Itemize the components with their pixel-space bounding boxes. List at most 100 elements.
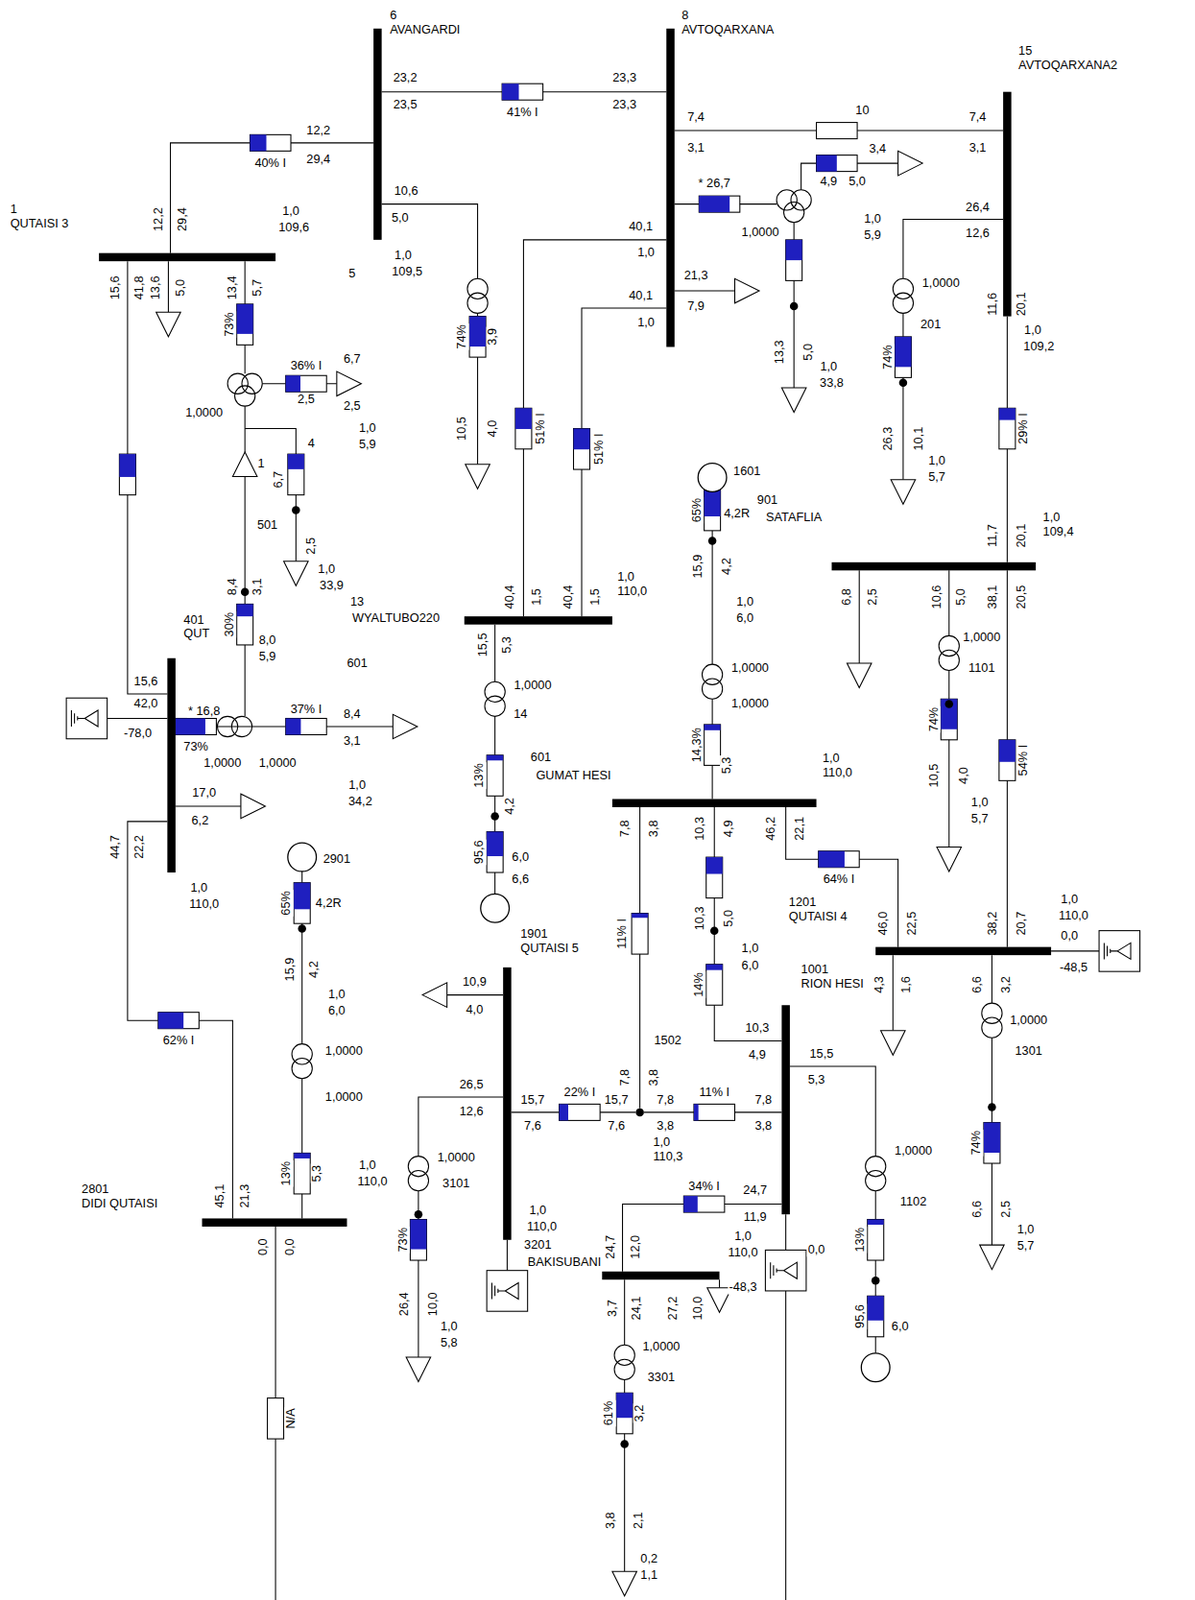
bus-bar: 401QUT [167, 658, 176, 873]
flow-value: 34,2 [347, 795, 374, 810]
flow-value: 4,0 [486, 419, 501, 439]
flow-value: 1,1 [639, 1569, 659, 1583]
branch-symbol [286, 375, 328, 392]
loading-fill [704, 724, 721, 731]
wire [718, 1279, 720, 1289]
bus-label: 1,0109,4 [1043, 510, 1075, 540]
flow-value: 10,6 [393, 184, 420, 198]
loading-percent: 11% I [697, 1086, 731, 1100]
loading-fill [515, 407, 532, 430]
loading-percent: 36% I [289, 359, 324, 374]
bus-name: RION HESI [801, 976, 864, 991]
flow-value: 2901 [322, 852, 353, 866]
flow-value: 0,0 [256, 1237, 270, 1257]
flow-value: 1,0 [818, 360, 838, 375]
loading-fill [293, 883, 311, 910]
branch-box [867, 1219, 885, 1262]
flow-value: 15,9 [283, 956, 297, 983]
branch-box [816, 122, 859, 140]
bus-name: 1,0 [1043, 510, 1075, 526]
loading-percent: 29% I [1016, 411, 1030, 446]
flow-value: 15,6 [133, 674, 160, 689]
loading-percent: 73% [182, 740, 210, 754]
wire [301, 1078, 303, 1219]
load-symbol [881, 1030, 907, 1056]
loading-fill [409, 1219, 427, 1250]
loading-fill [706, 964, 723, 971]
loading-fill [631, 913, 648, 919]
wire [506, 1240, 508, 1271]
transformer-winding [467, 292, 488, 313]
loading-fill [267, 1397, 285, 1399]
bus-name: QUTAISI 3 [10, 215, 70, 231]
branch-box [175, 717, 217, 735]
flow-value: 4,2 [308, 959, 322, 980]
loading-percent: 65% [280, 889, 294, 917]
branch-symbol [501, 83, 544, 100]
terminal-dot [414, 1210, 424, 1219]
flow-value: 3201 [523, 1238, 553, 1252]
flow-value: 7,8 [619, 1068, 633, 1088]
flow-value: 4,2R [314, 896, 343, 910]
flow-value: 601 [529, 750, 552, 765]
terminal-dot [710, 926, 719, 935]
branch-symbol [706, 857, 723, 899]
loading-percent: 64% I [822, 873, 857, 887]
loading-percent: 61% [602, 1400, 617, 1428]
flow-value: 20,5 [1014, 583, 1028, 610]
flow-value: 1,0 [636, 315, 656, 330]
flow-value: 7,6 [606, 1120, 626, 1134]
branch-box [706, 964, 723, 1006]
loading-fill [894, 336, 911, 367]
branch-box [249, 134, 291, 151]
bus-name: 1001 [801, 962, 864, 978]
flow-value: 1,0 [358, 422, 378, 436]
bus-label: 1901QUTAISI 5 [520, 926, 579, 956]
flow-value: 3301 [646, 1370, 677, 1385]
flow-value: 1,5 [588, 587, 602, 607]
flow-value: 4,2R [722, 506, 751, 521]
flow-value: 7,4 [968, 110, 988, 124]
branch-line [622, 1204, 783, 1272]
loading-percent: 40% I [253, 156, 287, 170]
bus-name: AVANGARDI [389, 22, 460, 37]
bus-name: QUTAISI 4 [788, 908, 848, 924]
flow-value: 14 [512, 707, 528, 721]
flow-value: 5,9 [862, 229, 883, 243]
branch-box [693, 1103, 736, 1121]
transformer-winding [981, 1017, 1003, 1038]
wire [447, 994, 503, 996]
flow-value: 1,6 [899, 975, 913, 995]
flow-value: 33,9 [318, 578, 345, 593]
transformer-winding [614, 1359, 635, 1380]
flow-value: 4 [307, 437, 316, 452]
flow-value: 10,3 [743, 1022, 770, 1036]
flow-value: 8,0 [258, 634, 278, 648]
bus-name: 1901 [520, 926, 579, 941]
flow-value: 10,0 [426, 1290, 440, 1317]
flow-value: -48,3 [727, 1281, 758, 1295]
flow-value: 1,0000 [1008, 1013, 1049, 1028]
branch-symbol [631, 913, 648, 956]
flow-value: BAKISUBANI [526, 1255, 603, 1269]
branch-box [704, 724, 721, 766]
branch-symbol [999, 740, 1016, 782]
loading-fill [559, 1103, 569, 1121]
loading-fill [293, 1152, 311, 1159]
flow-value: 10,0 [691, 1295, 705, 1322]
terminal-dot [620, 1439, 629, 1449]
shunt-box [486, 1270, 528, 1313]
branch-symbol [940, 698, 957, 741]
bus-bar: 1201QUTAISI 4 [875, 947, 1052, 956]
wire [674, 289, 736, 291]
loading-percent: 14% [692, 971, 706, 999]
flow-value: 10,9 [461, 975, 488, 989]
branch-box [559, 1103, 601, 1121]
branch-box [237, 304, 254, 346]
flow-value: 109,5 [390, 264, 424, 279]
bus-label: 1,0110,0 [617, 569, 647, 598]
branch-box [287, 454, 305, 496]
branch-line [639, 807, 641, 1109]
loading-fill [704, 489, 721, 517]
